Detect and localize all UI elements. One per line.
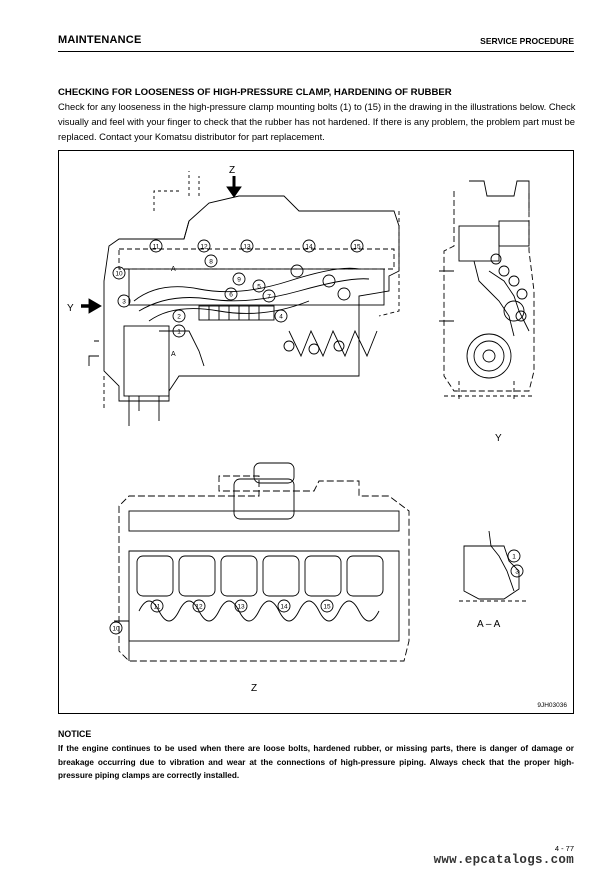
engine-drawing: Z Y Y Z A – A A A 11 12 13 14 15 10 8 9 …	[67, 165, 535, 694]
callout-6: 6	[229, 292, 233, 299]
front-view-label: Y	[495, 433, 502, 444]
section-aa-label: A – A	[477, 619, 501, 630]
callout-5: 5	[257, 284, 261, 291]
callout-10: 10	[115, 271, 123, 278]
callout-4: 4	[279, 314, 283, 321]
figure-reference-code: 9JH03036	[537, 702, 567, 709]
header-divider	[58, 51, 574, 52]
callout-15: 15	[353, 244, 361, 251]
callout-top-15: 15	[323, 604, 331, 611]
top-view-label: Z	[251, 683, 257, 694]
callout-1: 1	[177, 329, 181, 336]
section-aa-view	[459, 530, 529, 602]
callout-3: 3	[122, 299, 126, 306]
callout-section-1: 1	[512, 554, 516, 561]
header-section-title: MAINTENANCE	[58, 34, 142, 46]
callout-section-3: 3	[515, 569, 519, 576]
side-view-callouts	[112, 239, 364, 338]
watermark-url: www.epcatalogs.com	[433, 853, 574, 867]
callout-numbers: 11 12 13 14 15 10 8 9 5 6 7 3 2 4 1 10 1…	[112, 244, 519, 633]
front-view-engine	[439, 180, 535, 399]
callout-12: 12	[200, 244, 208, 251]
callout-top-10: 10	[112, 626, 120, 633]
callout-7: 7	[267, 294, 271, 301]
view-arrow-label-y: Y	[67, 303, 74, 314]
section-heading: CHECKING FOR LOOSENESS OF HIGH-PRESSURE …	[58, 87, 452, 98]
section-paragraph: Check for any looseness in the high-pres…	[58, 101, 576, 142]
callout-top-11: 11	[154, 604, 161, 611]
view-arrow-label-z: Z	[229, 165, 235, 176]
notice-paragraph: If the engine continues to be used when …	[58, 744, 574, 780]
page-number: 4 - 77	[554, 844, 574, 853]
callout-top-12: 12	[195, 604, 203, 611]
callout-11: 11	[153, 244, 160, 251]
header-procedure-title: SERVICE PROCEDURE	[480, 36, 574, 46]
callout-9: 9	[237, 277, 241, 284]
callout-2: 2	[177, 314, 181, 321]
callout-14: 14	[305, 244, 313, 251]
notice-heading: NOTICE	[58, 729, 92, 739]
section-marker-a1: A	[171, 266, 176, 273]
side-view-engine	[88, 171, 400, 426]
callout-8: 8	[209, 259, 213, 266]
top-view-engine	[109, 462, 410, 662]
callout-13: 13	[243, 244, 251, 251]
engine-clamp-illustration: Z Y Y Z A – A A A 11 12 13 14 15 10 8 9 …	[58, 150, 574, 714]
section-marker-a2: A	[171, 351, 176, 358]
callout-top-14: 14	[280, 604, 288, 611]
callout-top-13: 13	[237, 604, 245, 611]
